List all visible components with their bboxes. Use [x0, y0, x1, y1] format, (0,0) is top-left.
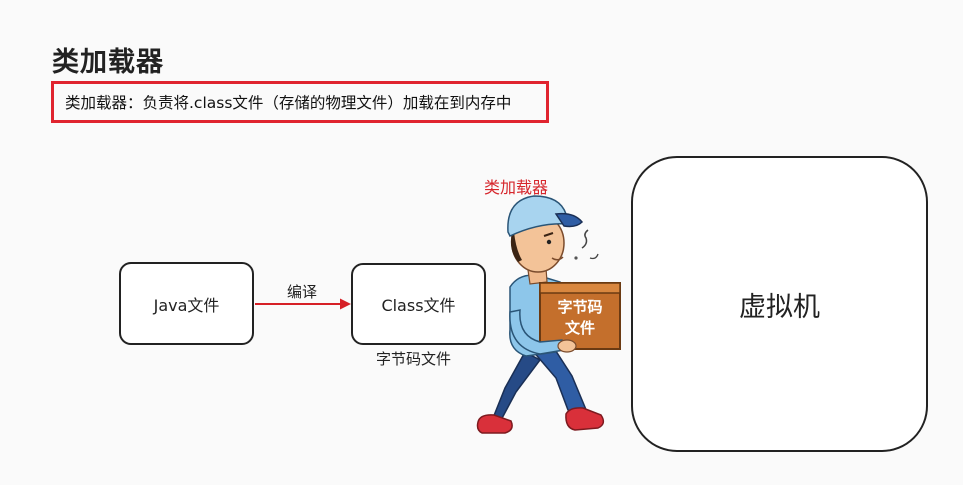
worker-front-leg	[530, 344, 588, 419]
worker-brow	[543, 232, 554, 237]
bytecode-box	[539, 282, 621, 350]
worker-back-leg	[492, 350, 542, 424]
definition-box: 类加载器：负责将.class文件（存储的物理文件）加载在到内存中	[51, 81, 549, 123]
worker-cap-brim	[554, 212, 584, 228]
class-file-node: Class文件	[351, 263, 486, 345]
worker-hand	[557, 339, 577, 353]
virtual-machine-node: 虚拟机	[631, 156, 928, 452]
class-file-label: Class文件	[381, 296, 456, 315]
worker-mouth	[551, 256, 564, 261]
class-loader-label: 类加载器	[484, 178, 549, 197]
java-file-node: Java文件	[119, 262, 254, 345]
java-file-label: Java文件	[153, 295, 220, 315]
box-label-line1: 字节码	[557, 298, 602, 316]
worker-breath-icon	[581, 229, 589, 249]
class-file-caption: 字节码文件	[376, 350, 452, 368]
worker-eye	[546, 239, 552, 245]
definition-text: 类加载器：负责将.class文件（存储的物理文件）加载在到内存中	[65, 94, 512, 112]
compile-label: 编译	[287, 283, 318, 301]
worker-front-shoe	[565, 407, 605, 431]
arrow-right-icon	[255, 298, 351, 310]
page-title: 类加载器	[52, 47, 164, 78]
virtual-machine-label: 虚拟机	[739, 291, 820, 323]
worker-back-shoe	[476, 414, 513, 434]
worker-hair	[510, 232, 522, 262]
box-label-line2: 文件	[565, 319, 595, 337]
worker-cap	[507, 195, 569, 237]
